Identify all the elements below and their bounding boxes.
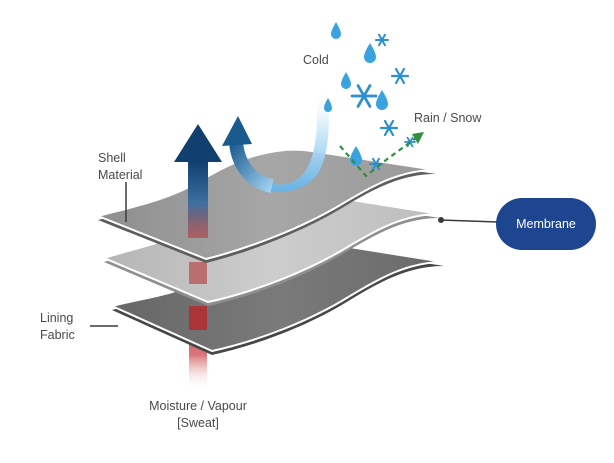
snowflake-icon <box>379 119 399 137</box>
lining-fabric-layer <box>109 240 445 355</box>
leader-lines <box>90 182 499 327</box>
rain-drop-icon <box>364 43 376 63</box>
moisture-label: Moisture / Vapour [Sweat] <box>138 398 258 432</box>
rain-drop-icon <box>331 22 341 39</box>
membrane-pointer-dot <box>438 217 444 223</box>
deflection-arrowhead-icon <box>412 132 424 144</box>
rain-drops <box>324 22 388 166</box>
snowflake-icon <box>390 67 410 85</box>
rain-drop-icon <box>350 146 362 166</box>
shell-material-label: Shell Material <box>98 150 142 184</box>
shell-material-layer <box>94 148 437 263</box>
membrane-badge: Membrane <box>496 198 596 250</box>
lining-fabric-label: Lining Fabric <box>40 310 75 344</box>
rain-drop-icon <box>324 98 332 112</box>
lining-fabric-line-1: Lining <box>40 311 74 325</box>
snowflake-icon <box>350 84 378 108</box>
snowflake-icon <box>375 33 389 47</box>
rain-deflection-arrows <box>339 137 417 178</box>
rain-snow-label: Rain / Snow <box>414 111 482 125</box>
cold-label: Cold <box>303 53 329 67</box>
shell-material-line-1: Shell <box>98 151 126 165</box>
vapour-arrow <box>174 124 222 238</box>
rain-drop-icon <box>341 72 351 89</box>
moisture-line-1: Moisture / Vapour <box>149 399 247 413</box>
cold-air-stream <box>258 88 329 192</box>
moisture-line-2: [Sweat] <box>177 416 219 430</box>
rain-drop-icon <box>376 90 388 110</box>
deflected-air-arrow <box>222 116 274 193</box>
lining-fabric-line-2: Fabric <box>40 328 75 342</box>
shell-material-line-2: Material <box>98 168 143 182</box>
